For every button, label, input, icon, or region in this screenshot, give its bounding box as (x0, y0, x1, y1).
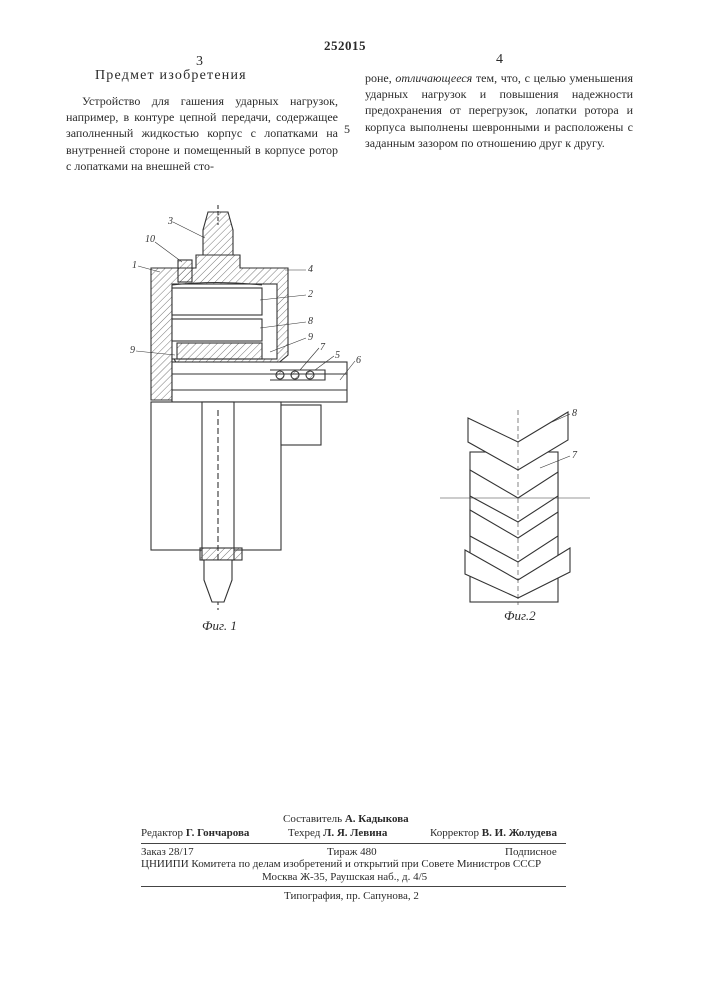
patent-number: 252015 (324, 38, 366, 54)
techred-label: Техред (288, 827, 320, 839)
fig1-callout-6: 6 (356, 355, 361, 366)
techred-name: Л. Я. Левина (323, 827, 387, 839)
figure-2-drawing: 8 7 (440, 400, 590, 610)
compiler-label: Составитель (283, 813, 342, 825)
compiler-line: Составитель А. Кадыкова (283, 813, 409, 826)
claim-text-right: роне, отличающееся тем, что, с целью уме… (365, 70, 633, 151)
credits-divider (141, 843, 566, 844)
fig1-callout-7: 7 (320, 342, 326, 353)
corrector-name: В. И. Жолудева (482, 827, 557, 839)
claim-emphasis: отличающееся (395, 71, 472, 85)
fig2-callout-7: 7 (572, 450, 578, 461)
techred-line: Техред Л. Я. Левина (288, 827, 387, 840)
fig1-callout-9-right: 9 (308, 332, 313, 343)
fig1-callout-2: 2 (308, 289, 313, 300)
fig1-callout-4: 4 (308, 264, 313, 275)
editor-label: Редактор (141, 827, 183, 839)
editor-name: Г. Гончарова (186, 827, 250, 839)
printer: Типография, пр. Сапунова, 2 (284, 890, 419, 903)
editor-line: Редактор Г. Гончарова (141, 827, 249, 840)
claim-right-start: роне, (365, 71, 392, 85)
institute: ЦНИИПИ Комитета по делам изобретений и о… (141, 858, 541, 871)
claim-right-paragraph: роне, отличающееся тем, что, с целью уме… (365, 70, 633, 151)
address: Москва Ж-35, Раушская наб., д. 4/5 (262, 871, 427, 884)
figure-1-caption: Фиг. 1 (202, 618, 237, 634)
corrector-label: Корректор (430, 827, 479, 839)
right-column-number: 4 (496, 52, 503, 68)
fig1-callout-10: 10 (145, 234, 155, 245)
corrector-line: Корректор В. И. Жолудева (430, 827, 557, 840)
fig1-callout-1: 1 (132, 260, 137, 271)
fig1-callout-8: 8 (308, 316, 313, 327)
fig2-callout-8: 8 (572, 408, 577, 419)
fig1-callout-9-left: 9 (130, 345, 135, 356)
line-marker: 5 (344, 122, 350, 137)
figure-2-caption: Фиг.2 (504, 608, 536, 624)
credits-divider-bottom (141, 886, 566, 887)
fig1-callout-3: 3 (167, 216, 173, 227)
section-heading: Предмет изобретения (95, 68, 247, 84)
fig1-callout-5: 5 (335, 350, 340, 361)
compiler-name: А. Кадыкова (345, 813, 409, 825)
claim-text-left: Устройство для гашения ударных нагрузок,… (66, 93, 338, 174)
figure-1-drawing: 3 10 1 4 2 8 9 9 7 5 6 (120, 200, 370, 620)
claim-left-paragraph: Устройство для гашения ударных нагрузок,… (66, 93, 338, 174)
